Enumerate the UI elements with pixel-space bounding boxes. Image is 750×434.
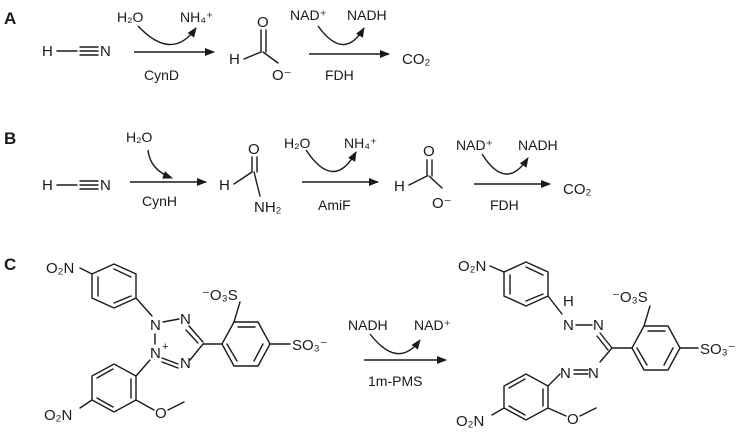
formazan-n-c: N [588,365,599,382]
tetrazolium-n1: N [150,317,161,334]
fdh-a-product: NADH [347,7,387,23]
formazan-n-b: N [593,317,604,334]
formazan-product: O₂N H N N N N O₂N O [456,258,736,430]
formazan-h: H [563,293,574,310]
enzyme-fdh-b: FDH [490,197,519,213]
reaction-arrow-amif: H₂O NH₄⁺ AmiF [284,135,379,213]
tetrazolium-plus: + [162,341,168,353]
panel-c-label: C [4,255,16,274]
formamide-h: H [219,177,230,194]
pms-reactant: NADH [348,317,388,333]
hcn-n: N [100,43,111,60]
tetrazolium-so3-ortho: ⁻O₃S [202,287,238,304]
mediator-1m-pms: 1m-PMS [368,373,422,389]
enzyme-amif: AmiF [318,197,351,213]
hydrogen-cyanide-a: H N [42,43,111,60]
formamide-o: O [248,141,260,158]
tetrazolium-n2: N [180,311,191,328]
reaction-arrow-pms: NADH NAD⁺ 1m-PMS [348,317,451,389]
formate-o-minus: O⁻ [272,67,292,84]
formate-o-double: O [257,14,269,31]
formamide: H O NH₂ [219,141,282,216]
reaction-arrow-fdh-b: NAD⁺ NADH FDH [456,137,558,213]
formazan-n-a: N [563,317,574,334]
formate-b-h: H [394,178,405,195]
tetrazolium-n3: N [150,345,161,362]
co2-b: CO₂ [563,181,592,198]
panel-a-label: A [4,9,16,28]
tetrazolium-no2-top: O₂N [46,260,74,277]
co2-a: CO₂ [402,51,431,68]
enzyme-fdh-a: FDH [325,67,354,83]
hcn-b-n: N [100,177,111,194]
panel-b-label: B [4,129,16,148]
tetrazolium-methoxy-o: O [155,405,167,422]
panel-b: B H N H₂O CynH H O NH₂ [4,129,592,216]
formazan-so3-ortho: ⁻O₃S [612,289,648,306]
formate-b: H O O⁻ [394,143,452,212]
formazan-so3-para: SO₃⁻ [700,341,736,358]
panel-a: A H N H₂O NH₄⁺ CynD H O O⁻ [4,7,431,84]
formazan-no2-bottom: O₂N [456,413,484,430]
cynd-reactant: H₂O [117,9,144,25]
hcn-b-h: H [42,177,53,194]
reaction-arrow-cynh: H₂O CynH [126,129,207,209]
tetrazolium-so3-para: SO₃⁻ [292,337,328,354]
cynd-product: NH₄⁺ [180,9,213,25]
formazan-no2-top: O₂N [458,258,486,275]
formate-a: H O O⁻ [229,14,292,84]
cynh-reactant: H₂O [126,129,153,145]
formazan-methoxy-o: O [567,411,579,428]
hcn-h: H [42,43,53,60]
reaction-arrow-cynd: H₂O NH₄⁺ CynD [117,9,215,83]
pms-product: NAD⁺ [414,317,451,333]
enzyme-cynh: CynH [142,193,177,209]
tetrazolium-no2-bottom: O₂N [44,407,72,424]
formamide-nh2: NH₂ [254,199,282,216]
tetrazolium-salt: O₂N N N N N + O₂N O [44,260,328,424]
formazan-n-d: N [560,365,571,382]
amif-reactant: H₂O [284,135,311,151]
hydrogen-cyanide-b: H N [42,177,111,194]
tetrazolium-n4: N [180,355,191,372]
fdh-b-reactant: NAD⁺ [456,137,493,153]
fdh-a-reactant: NAD⁺ [290,7,327,23]
enzyme-cynd: CynD [144,67,179,83]
formate-b-o-minus: O⁻ [432,195,452,212]
formate-b-o-double: O [423,143,435,160]
amif-product: NH₄⁺ [344,135,377,151]
fdh-b-product: NADH [518,137,558,153]
formate-h: H [229,51,240,68]
panel-c: C O₂N N N N N + [4,255,736,430]
reaction-arrow-fdh-a: NAD⁺ NADH FDH [290,7,390,83]
